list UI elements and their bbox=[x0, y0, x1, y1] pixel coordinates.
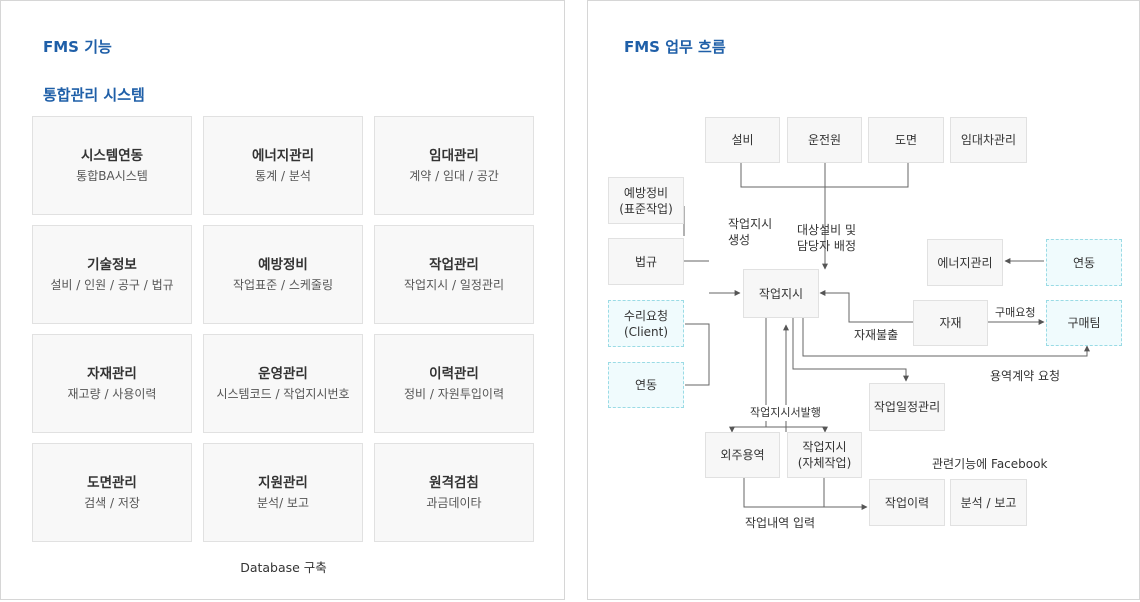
function-cell-title: 원격검침 bbox=[429, 474, 479, 491]
arrow-to-history bbox=[743, 478, 868, 510]
material-out-label: 자재불출 bbox=[854, 328, 899, 342]
facility-box: 설비 bbox=[705, 117, 780, 163]
service-contract-label: 용역계약 요청 bbox=[990, 369, 1061, 383]
function-cell-sub: 계약 / 임대 / 공간 bbox=[409, 168, 499, 183]
function-cell: 예방정비 작업표준 / 스케줄링 bbox=[203, 225, 363, 324]
function-cell-sub: 작업지시 / 일정관리 bbox=[404, 277, 504, 292]
arrow-to-schedule bbox=[792, 318, 909, 382]
function-cell-sub: 재고량 / 사용이력 bbox=[67, 386, 157, 401]
functions-title: FMS 기능 bbox=[43, 38, 112, 56]
function-cell-title: 임대관리 bbox=[429, 147, 479, 164]
material-box: 자재 bbox=[913, 300, 988, 346]
function-cell: 지원관리 분석/ 보고 bbox=[203, 443, 363, 542]
function-cell-sub: 정비 / 자원투입이력 bbox=[404, 386, 504, 401]
workflow-title: FMS 업무 흐름 bbox=[624, 38, 726, 56]
function-cell-sub: 통계 / 분석 bbox=[255, 168, 311, 183]
law-box: 법규 bbox=[608, 238, 684, 285]
fms-workflow-panel: FMS 업무 흐름 bbox=[587, 0, 1140, 600]
function-cell-title: 작업관리 bbox=[429, 256, 479, 273]
function-cell: 이력관리 정비 / 자원투입이력 bbox=[374, 334, 534, 433]
outsource-box: 외주용역 bbox=[705, 432, 780, 478]
create-order-label: 작업지시 생성 bbox=[728, 217, 773, 247]
function-cell-title: 도면관리 bbox=[87, 474, 137, 491]
lessee-box: 임대차관리 bbox=[950, 117, 1027, 163]
schedule-box: 작업일정관리 bbox=[869, 383, 945, 431]
function-cell-title: 운영관리 bbox=[258, 365, 308, 382]
arrow-material-to-order bbox=[819, 290, 913, 323]
input-detail-label: 작업내역 입력 bbox=[745, 516, 816, 530]
integrated-system-subtitle: 통합관리 시스템 bbox=[43, 86, 145, 104]
function-cell-sub: 시스템코드 / 작업지시번호 bbox=[216, 386, 350, 401]
function-cell: 에너지관리 통계 / 분석 bbox=[203, 116, 363, 215]
function-cell-sub: 통합BA시스템 bbox=[76, 168, 148, 183]
self-work-box: 작업지시 (자체작업) bbox=[787, 432, 862, 478]
history-box: 작업이력 bbox=[869, 479, 945, 526]
facebook-label: 관련기능에 Facebook bbox=[932, 457, 1048, 471]
database-footer: Database 구축 bbox=[240, 560, 327, 575]
function-cell-sub: 검색 / 저장 bbox=[84, 495, 140, 510]
report-box: 분석 / 보고 bbox=[950, 479, 1027, 526]
drawing-box: 도면 bbox=[868, 117, 944, 163]
preventive-box: 예방정비 (표준작업) bbox=[608, 177, 684, 224]
function-cell-sub: 작업표준 / 스케줄링 bbox=[233, 277, 333, 292]
function-cell: 운영관리 시스템코드 / 작업지시번호 bbox=[203, 334, 363, 433]
issue-order-label: 작업지시서발행 bbox=[748, 405, 823, 421]
left-merge-line bbox=[685, 323, 710, 386]
function-cell-sub: 과금데이타 bbox=[426, 495, 482, 510]
assign-label: 대상설비 및 담당자 배정 bbox=[797, 223, 857, 253]
function-cell-title: 자재관리 bbox=[87, 365, 137, 382]
work-order-box: 작업지시 bbox=[743, 269, 819, 318]
function-grid: 시스템연동 통합BA시스템 에너지관리 통계 / 분석 임대관리 계약 / 임대… bbox=[32, 116, 535, 550]
fms-functions-panel: FMS 기능 통합관리 시스템 시스템연동 통합BA시스템 에너지관리 통계 /… bbox=[0, 0, 565, 600]
function-cell-sub: 설비 / 인원 / 공구 / 법규 bbox=[50, 277, 174, 292]
function-cell-title: 이력관리 bbox=[429, 365, 479, 382]
repair-request-box: 수리요청 (Client) bbox=[608, 300, 684, 347]
function-cell: 원격검침 과금데이타 bbox=[374, 443, 534, 542]
function-cell-title: 예방정비 bbox=[258, 256, 308, 273]
function-cell: 자재관리 재고량 / 사용이력 bbox=[32, 334, 192, 433]
function-cell-title: 에너지관리 bbox=[251, 147, 315, 164]
function-cell-sub: 분석/ 보고 bbox=[256, 495, 310, 510]
function-cell: 기술정보 설비 / 인원 / 공구 / 법규 bbox=[32, 225, 192, 324]
function-cell-title: 기술정보 bbox=[87, 256, 137, 273]
link-right-box: 연동 bbox=[1046, 239, 1122, 286]
function-cell: 도면관리 검색 / 저장 bbox=[32, 443, 192, 542]
function-cell-title: 시스템연동 bbox=[80, 147, 144, 164]
arrow-service-contract bbox=[802, 318, 1090, 357]
function-cell-title: 지원관리 bbox=[258, 474, 308, 491]
link-left-box: 연동 bbox=[608, 362, 684, 408]
function-cell: 시스템연동 통합BA시스템 bbox=[32, 116, 192, 215]
purchase-request-label: 구매요청 bbox=[995, 306, 1036, 319]
function-cell: 작업관리 작업지시 / 일정관리 bbox=[374, 225, 534, 324]
energy-box: 에너지관리 bbox=[927, 239, 1003, 286]
operator-box: 운전원 bbox=[787, 117, 862, 163]
function-cell: 임대관리 계약 / 임대 / 공간 bbox=[374, 116, 534, 215]
purchase-team-box: 구매팀 bbox=[1046, 300, 1122, 346]
flow-connectors bbox=[683, 163, 1090, 510]
